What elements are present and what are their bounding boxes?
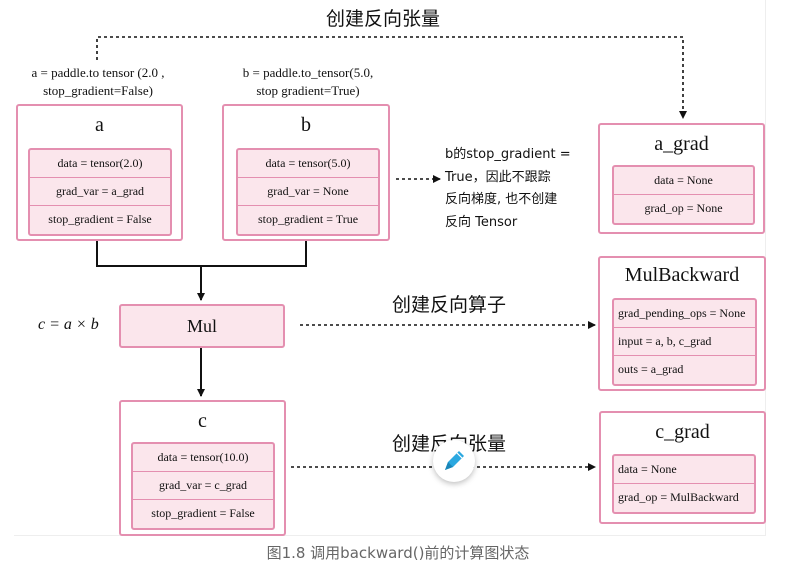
node-a-grad-fields: data = None grad_op = None: [612, 165, 755, 225]
mulbackward-fields: grad_pending_ops = None input = a, b, c_…: [612, 298, 757, 386]
a-code-line-1: a = paddle.to tensor (2.0 ,: [31, 65, 165, 80]
node-c-field-data: data = tensor(10.0): [133, 444, 273, 472]
mulbackward-title: MulBackward: [624, 264, 740, 286]
note-line-4: 反向 Tensor: [445, 214, 518, 230]
node-a-title: a: [95, 114, 104, 136]
tensor-node-a-grad: a_grad data = None grad_op = None: [598, 123, 765, 234]
node-b-field-stop-gradient: stop_gradient = True: [257, 212, 359, 226]
figure-caption: 图1.8 调用backward()前的计算图状态: [266, 544, 530, 562]
node-c-grad-field-grad-op: grad_op = MulBackward: [618, 490, 739, 504]
node-c-field-stop-gradient: stop_gradient = False: [151, 506, 255, 520]
node-c-grad-title: c_grad: [655, 421, 710, 443]
node-a-field-grad-var: grad_var = a_grad: [30, 178, 170, 206]
note-line-2: True，因此不跟踪: [445, 169, 551, 185]
merge-connector: [96, 241, 307, 267]
b-stop-gradient-note: b的stop_gradient = True，因此不跟踪 反向梯度, 也不创建 …: [445, 144, 571, 234]
node-c-fields: data = tensor(10.0) grad_var = c_grad st…: [131, 442, 275, 530]
node-b-fields: data = tensor(5.0) grad_var = None stop_…: [236, 148, 380, 236]
node-a-fields: data = tensor(2.0) grad_var = a_grad sto…: [28, 148, 172, 236]
note-line-3: 反向梯度, 也不创建: [445, 192, 558, 207]
node-a-field-stop-gradient: stop_gradient = False: [48, 212, 152, 226]
node-b-field-grad-var: grad_var = None: [238, 178, 378, 206]
a-code-caption: a = paddle.to tensor (2.0 , stop_gradien…: [18, 64, 178, 100]
top-create-tensor-label: 创建反向张量: [326, 8, 441, 30]
node-a-grad-field-grad-op: grad_op = None: [644, 201, 723, 215]
pencil-icon: [445, 451, 464, 470]
b-code-caption: b = paddle.to_tensor(5.0, stop gradient=…: [226, 64, 390, 100]
tensor-node-b: b data = tensor(5.0) grad_var = None sto…: [222, 104, 390, 241]
mulbackward-field-outs: outs = a_grad: [618, 362, 684, 376]
b-code-line-2: stop gradient=True): [256, 83, 360, 98]
mul-operator-node: Mul: [119, 304, 285, 348]
node-c-grad-field-data: data = None: [614, 456, 754, 484]
mulbackward-node: MulBackward grad_pending_ops = None inpu…: [598, 256, 766, 391]
a-code-line-2: stop_gradient=False): [43, 83, 153, 98]
node-c-field-grad-var: grad_var = c_grad: [133, 472, 273, 500]
note-line-1: b的stop_gradient =: [445, 147, 571, 162]
equation-c-equals-a-times-b: c = a × b: [38, 316, 99, 333]
tensor-node-c-grad: c_grad data = None grad_op = MulBackward: [599, 411, 766, 524]
mulbackward-field-grad-pending-ops: grad_pending_ops = None: [614, 300, 755, 328]
node-b-title: b: [301, 114, 311, 136]
tensor-node-c: c data = tensor(10.0) grad_var = c_grad …: [119, 400, 286, 536]
create-op-label: 创建反向算子: [392, 294, 507, 316]
node-c-grad-fields: data = None grad_op = MulBackward: [612, 454, 756, 514]
node-a-grad-title: a_grad: [654, 133, 709, 155]
edit-fab-button[interactable]: [433, 440, 475, 482]
node-b-field-data: data = tensor(5.0): [238, 150, 378, 178]
tensor-node-a: a data = tensor(2.0) grad_var = a_grad s…: [16, 104, 183, 241]
mulbackward-field-input: input = a, b, c_grad: [614, 328, 755, 356]
node-c-title: c: [198, 410, 207, 432]
b-code-line-1: b = paddle.to_tensor(5.0,: [242, 65, 374, 80]
node-a-grad-field-data: data = None: [614, 167, 753, 195]
node-a-field-data: data = tensor(2.0): [30, 150, 170, 178]
dashed-arrow-create-a-grad: [96, 36, 687, 119]
